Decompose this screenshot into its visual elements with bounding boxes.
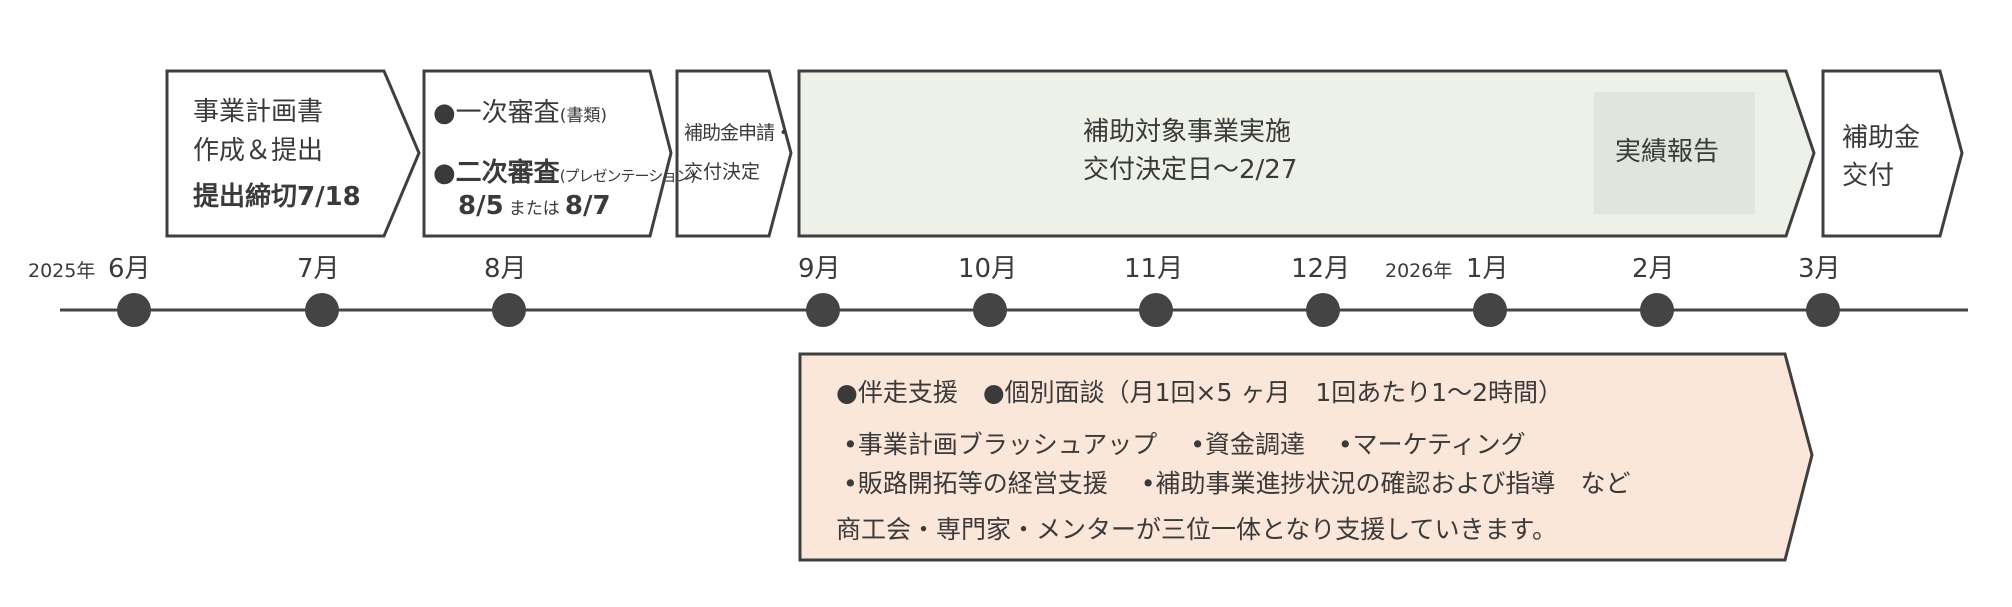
month-label: 2月 — [1632, 254, 1675, 284]
apply-line1: 補助金申請・ — [684, 122, 793, 144]
implement-line1: 補助対象事業実施 — [1083, 117, 1292, 147]
second-review-dates: 8/5 または 8/7 — [458, 190, 611, 223]
timeline-dot — [305, 293, 339, 327]
first-review-label: ●一次審査 — [433, 98, 560, 128]
first-review: ●一次審査(書類) — [433, 97, 607, 130]
year-label-2025: 2025年 — [28, 260, 96, 282]
support-line2: •事業計画ブラッシュアップ •資金調達 •マーケティング — [843, 430, 1526, 459]
timeline-dot — [1473, 293, 1507, 327]
plan-title-line2: 作成＆提出 — [193, 136, 324, 166]
second-review-note: (プレゼンテーション) — [559, 167, 696, 185]
month-label: 6月 — [108, 254, 151, 284]
report-label: 実績報告 — [1615, 137, 1720, 167]
support-box — [798, 352, 1814, 562]
implement-line2: 交付決定日～2/27 — [1083, 155, 1298, 185]
month-label: 1月 — [1466, 254, 1509, 284]
year-label-2026: 2026年 — [1385, 260, 1453, 282]
month-label: 11月 — [1124, 254, 1184, 284]
plan-deadline: 提出締切7/18 — [193, 182, 361, 212]
report-box — [1594, 92, 1755, 214]
timeline-dot — [973, 293, 1007, 327]
apply-line2: 交付決定 — [684, 161, 761, 183]
month-label: 9月 — [798, 254, 841, 284]
month-label: 12月 — [1291, 254, 1351, 284]
month-label: 8月 — [484, 254, 527, 284]
review-phase-box — [422, 69, 673, 238]
timeline-dot — [1640, 293, 1674, 327]
implement-phase-box — [797, 69, 1816, 238]
month-label: 7月 — [297, 254, 340, 284]
second-review-label: ●二次審査 — [433, 158, 560, 188]
grant-line1: 補助金 — [1842, 123, 1921, 153]
grant-phase-box — [1821, 69, 1964, 238]
timeline-dot — [1139, 293, 1173, 327]
plan-title-line1: 事業計画書 — [193, 97, 324, 127]
month-label: 3月 — [1798, 254, 1841, 284]
timeline-dot — [1306, 293, 1340, 327]
month-label: 10月 — [958, 254, 1018, 284]
plan-phase-box — [165, 69, 421, 238]
timeline-dot — [117, 293, 151, 327]
support-line3: •販路開拓等の経営支援 •補助事業進捗状況の確認および指導 など — [843, 469, 1631, 498]
second-review-date1: 8/5 — [458, 191, 504, 221]
grant-line2: 交付 — [1842, 161, 1895, 191]
first-review-note: (書類) — [559, 106, 607, 126]
second-review: ●二次審査(プレゼンテーション) — [433, 157, 696, 190]
apply-phase-box — [675, 69, 793, 238]
second-review-or: または — [508, 199, 560, 219]
timeline-dot — [1806, 293, 1840, 327]
timeline-dot — [806, 293, 840, 327]
timeline-dot — [492, 293, 526, 327]
second-review-date2: 8/7 — [564, 191, 611, 221]
support-line4: 商工会・専門家・メンターが三位一体となり支援していきます。 — [836, 515, 1558, 544]
support-line1: ●伴走支援 ●個別面談（月1回×5 ヶ月 1回あたり1～2時間） — [836, 378, 1564, 407]
